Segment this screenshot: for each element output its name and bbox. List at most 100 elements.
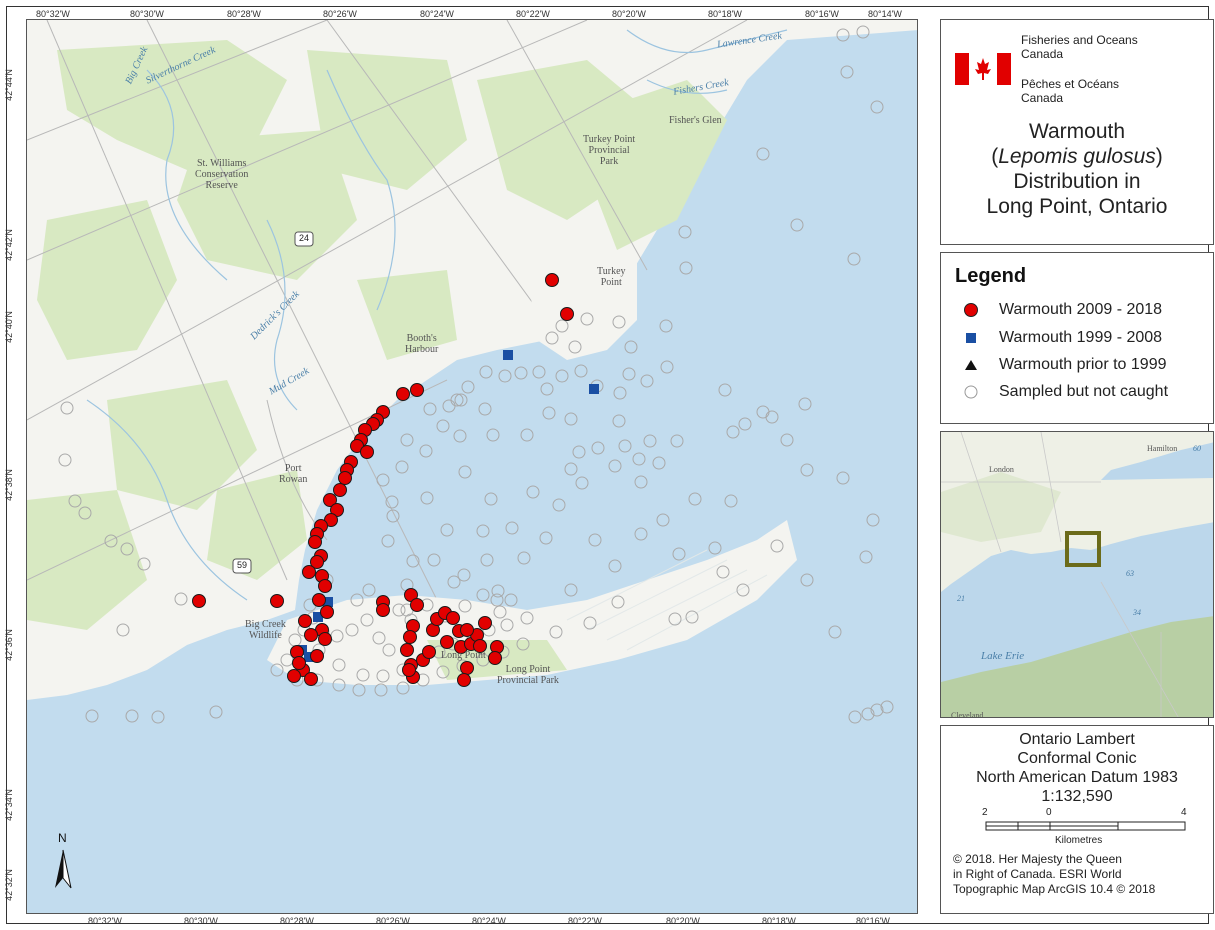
- sampled-point: [679, 261, 693, 275]
- org-name-fr-2: Canada: [1021, 91, 1064, 105]
- legend-label: Warmouth prior to 1999: [999, 356, 1167, 373]
- sampled-point: [756, 147, 770, 161]
- inset-label-cleveland: Cleveland: [951, 711, 984, 718]
- sampled-point: [861, 707, 875, 721]
- sampled-point: [870, 703, 884, 717]
- sampled-point: [800, 463, 814, 477]
- canada-flag-icon: [955, 53, 1011, 85]
- sampled-point: [78, 506, 92, 520]
- sampled-point: [332, 678, 346, 692]
- scalebar-unit: Kilometres: [1055, 835, 1103, 846]
- scalebar-bar: [985, 821, 1186, 831]
- sampled-point: [591, 441, 605, 455]
- sampled-point: [608, 459, 622, 473]
- sampled-point: [608, 559, 622, 573]
- longitude-tick-label: 80°20'W: [666, 916, 700, 926]
- sampled-point: [479, 365, 493, 379]
- sampled-point: [545, 331, 559, 345]
- warmouth-2009-2018-point: [440, 635, 454, 649]
- projection-line-1: Ontario Lambert: [1019, 731, 1135, 748]
- latitude-tick-label: 42°40'N: [3, 311, 14, 343]
- warmouth-2009-2018-layer: [192, 273, 574, 687]
- credit-line-1: © 2018. Her Majesty the Queen: [953, 852, 1122, 866]
- sampled-point: [568, 340, 582, 354]
- legend-label: Warmouth 1999 - 2008: [999, 329, 1163, 346]
- sampled-point: [454, 393, 468, 407]
- sampled-point: [672, 547, 686, 561]
- sampled-point: [632, 452, 646, 466]
- longitude-tick-label: 80°24'W: [472, 916, 506, 926]
- inset-label-60: 60: [1193, 444, 1201, 453]
- warmouth-2009-2018-point: [318, 579, 332, 593]
- inset-canvas: [941, 432, 1213, 717]
- warmouth-1999-2008-point: [503, 350, 513, 360]
- sampled-point: [634, 475, 648, 489]
- sampled-point: [611, 595, 625, 609]
- longitude-tick-label: 80°30'W: [184, 916, 218, 926]
- marsh-texture: [566, 549, 768, 651]
- warmouth-2009-2018-point: [310, 649, 324, 663]
- longitude-tick-label: 80°32'W: [36, 9, 70, 19]
- warmouth-2009-2018-point: [287, 669, 301, 683]
- sampled-point: [542, 406, 556, 420]
- creeks: [86, 29, 788, 601]
- sampled-point: [526, 485, 540, 499]
- inset-label-hamilton: Hamilton: [1147, 444, 1178, 453]
- label-port-rowan: Port Rowan: [279, 463, 308, 485]
- warmouth-2009-2018-point: [302, 565, 316, 579]
- sampled-point: [708, 541, 722, 555]
- warmouth-2009-2018-point: [402, 663, 416, 677]
- sampled-point: [352, 683, 366, 697]
- datum-line: North American Datum 1983: [976, 769, 1178, 786]
- legend-title: Legend: [955, 265, 1027, 287]
- sampled-point: [736, 583, 750, 597]
- warmouth-2009-2018-point: [460, 623, 474, 637]
- scale-ratio: 1:132,590: [1041, 788, 1113, 805]
- inset-land-south: [941, 616, 1213, 717]
- scalebar-tick-left: 2: [982, 807, 988, 818]
- sampled-point: [765, 410, 779, 424]
- main-map[interactable]: St. Williams Conservation Reserve Turkey…: [26, 19, 918, 914]
- warmouth-2009-2018-point: [403, 630, 417, 644]
- warmouth-2009-2018-point: [320, 605, 334, 619]
- warmouth-2009-2018-point: [488, 651, 502, 665]
- sampled-point: [552, 498, 566, 512]
- warmouth-2009-2018-point: [298, 614, 312, 628]
- longitude-tick-label: 80°18'W: [708, 9, 742, 19]
- long-point-spit: [267, 520, 797, 685]
- sampled-point: [116, 623, 130, 637]
- label-turkey-point: Turkey Point: [597, 266, 626, 288]
- warmouth-2009-2018-point: [360, 445, 374, 459]
- sampled-point: [486, 428, 500, 442]
- map-title-1: Warmouth: [1028, 120, 1126, 143]
- label-big-creek-wildlife: Big Creek Wildlife: [245, 619, 286, 641]
- sampled-point: [622, 367, 636, 381]
- label-fishers-glen: Fisher's Glen: [669, 115, 722, 126]
- sampled-point: [520, 428, 534, 442]
- longitude-tick-label: 80°28'W: [227, 9, 261, 19]
- sampled-point: [382, 643, 396, 657]
- black-triangle-icon: [965, 360, 977, 370]
- legend-label: Warmouth 2009 - 2018: [999, 301, 1163, 318]
- inset-label-21: 21: [957, 594, 965, 603]
- sampled-point: [376, 669, 390, 683]
- warmouth-2009-2018-point: [270, 594, 284, 608]
- inset-map[interactable]: Hamilton London Lake Erie Cleveland 60 6…: [940, 431, 1214, 718]
- sampled-point: [660, 360, 674, 374]
- legend-item-prior-1999: Warmouth prior to 1999: [961, 354, 1166, 376]
- sampled-point: [514, 366, 528, 380]
- longitude-tick-label: 80°14'W: [868, 9, 902, 19]
- sampled-point: [516, 637, 530, 651]
- longitude-tick-label: 80°32'W: [88, 916, 122, 926]
- forest-patches: [27, 40, 727, 630]
- species-name: Lepomis gulosus: [998, 145, 1156, 168]
- sampled-point: [120, 542, 134, 556]
- longitude-tick-label: 80°26'W: [323, 9, 357, 19]
- sampled-point: [836, 471, 850, 485]
- longitude-tick-label: 80°16'W: [805, 9, 839, 19]
- sampled-point: [476, 524, 490, 538]
- warmouth-1999-2008-point: [313, 612, 323, 622]
- sampled-point: [385, 495, 399, 509]
- sampled-point: [574, 364, 588, 378]
- sampled-point: [656, 513, 670, 527]
